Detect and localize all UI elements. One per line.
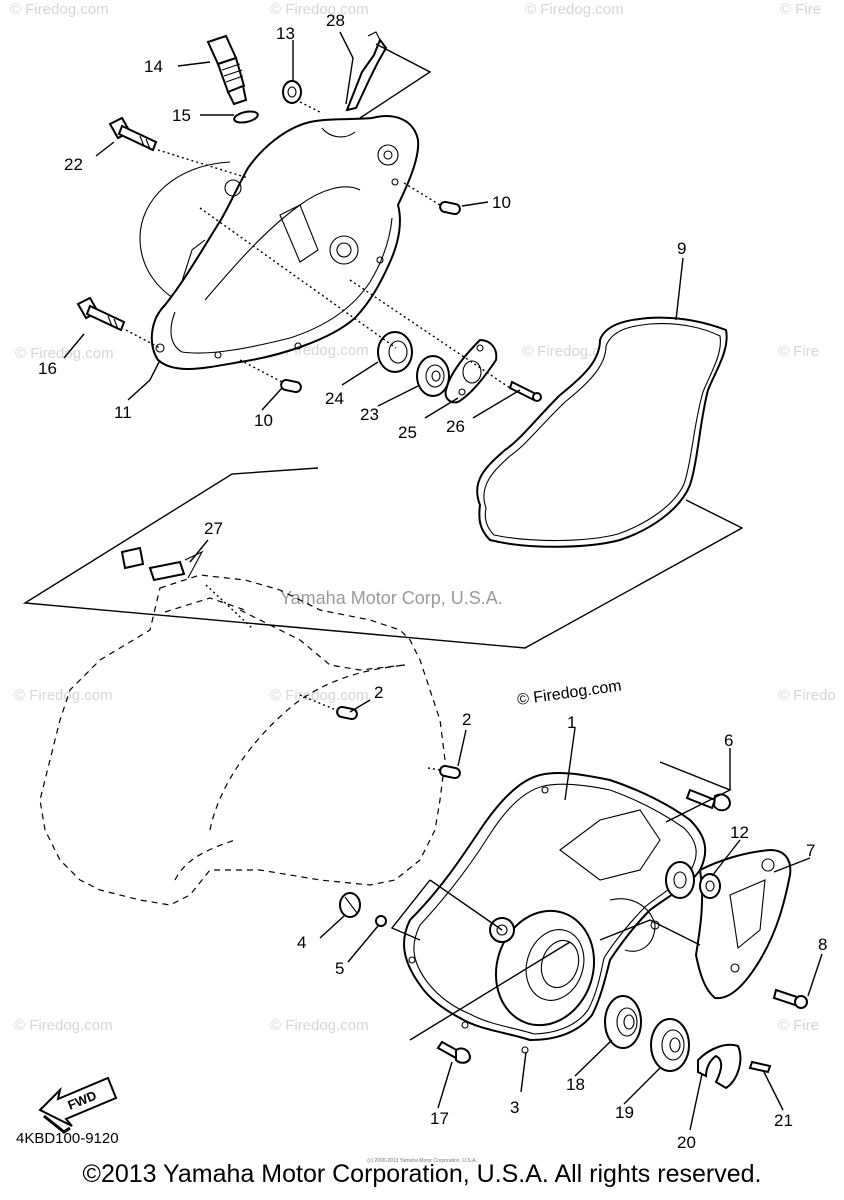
leader-lines bbox=[63, 31, 823, 1131]
firedog-watermark: © Firedog.com bbox=[270, 1017, 369, 1034]
callout-3: 3 bbox=[510, 1098, 519, 1117]
firedog-watermark: © Fire bbox=[778, 343, 819, 360]
oil-seal bbox=[699, 873, 721, 899]
callout-15: 15 bbox=[172, 106, 191, 125]
callout-28: 28 bbox=[326, 11, 345, 30]
crankcase-outline bbox=[39, 574, 446, 906]
callout-1: 1 bbox=[567, 713, 576, 732]
firedog-watermark: © Fire bbox=[778, 1017, 819, 1034]
firedog-watermark: © Firedog.com bbox=[525, 1, 624, 18]
oil-seal bbox=[377, 331, 413, 373]
bearing bbox=[604, 995, 642, 1049]
bearing bbox=[416, 355, 450, 397]
callout-25: 25 bbox=[398, 423, 417, 442]
callout-18: 18 bbox=[566, 1075, 585, 1094]
bracket bbox=[345, 37, 388, 112]
firedog-watermark: © Firedog.com bbox=[270, 1, 369, 18]
firedog-watermark: © Firedo bbox=[778, 687, 836, 704]
dowel-pin bbox=[336, 705, 358, 721]
callout-17: 17 bbox=[430, 1109, 449, 1128]
copyright-notice: ©2013 Yamaha Motor Corporation, U.S.A. A… bbox=[82, 1160, 762, 1188]
gasket bbox=[476, 316, 728, 548]
firedog-watermark: © Firedog.com bbox=[270, 687, 369, 704]
dowel-pin bbox=[439, 200, 461, 216]
upper-cover-group bbox=[139, 115, 420, 370]
callout-23: 23 bbox=[360, 405, 379, 424]
bolt bbox=[108, 116, 158, 152]
firedog-watermark: © Firedog.com bbox=[14, 687, 113, 704]
firedog-watermark-center: © Firedog.com bbox=[516, 677, 622, 708]
clamp bbox=[148, 560, 186, 582]
fwd-arrow-icon: FWD bbox=[38, 1076, 118, 1134]
plug bbox=[339, 892, 361, 918]
o-ring bbox=[375, 915, 387, 927]
oil-seal bbox=[282, 80, 302, 104]
callout-2: 2 bbox=[374, 683, 383, 702]
callout-8: 8 bbox=[818, 935, 827, 954]
screw bbox=[748, 1060, 772, 1074]
bearing-retainer bbox=[444, 338, 498, 404]
callout-19: 19 bbox=[615, 1103, 634, 1122]
callout-16: 16 bbox=[38, 359, 57, 378]
firedog-watermark: © Fire bbox=[780, 1, 821, 18]
callout-10: 10 bbox=[492, 193, 511, 212]
lower-cover-group bbox=[403, 771, 707, 1054]
bolt bbox=[76, 296, 126, 332]
screw bbox=[120, 546, 145, 570]
callout-6: 6 bbox=[724, 731, 733, 750]
callouts: 1 2 2 3 4 5 6 7 8 9 10 10 11 12 13 14 15… bbox=[38, 11, 827, 1152]
oil-filler-plug bbox=[206, 34, 248, 106]
bolt bbox=[436, 1040, 472, 1064]
firedog-watermark: © Firedog.com bbox=[10, 1, 109, 18]
dowel-pin bbox=[439, 764, 461, 780]
outline bbox=[22, 467, 744, 649]
callout-14: 14 bbox=[144, 57, 163, 76]
callout-2: 2 bbox=[462, 710, 471, 729]
callout-4: 4 bbox=[297, 933, 306, 952]
watermark-layer: © Firedog.com © Firedog.com © Firedog.co… bbox=[10, 1, 836, 1034]
callout-24: 24 bbox=[325, 389, 344, 408]
callout-26: 26 bbox=[446, 417, 465, 436]
tiny-notice: (c) 2000-2013 Yamaha Motor Corporation, … bbox=[367, 1158, 477, 1164]
callout-22: 22 bbox=[64, 155, 83, 174]
callout-21: 21 bbox=[774, 1111, 793, 1130]
bolt bbox=[772, 988, 808, 1009]
callout-10: 10 bbox=[254, 411, 273, 430]
callout-5: 5 bbox=[335, 959, 344, 978]
callout-7: 7 bbox=[806, 841, 815, 860]
callout-13: 13 bbox=[276, 24, 295, 43]
drawing-code: 4KBD100-9120 bbox=[16, 1130, 119, 1147]
callout-20: 20 bbox=[677, 1133, 696, 1152]
firedog-watermark: © Firedog.com bbox=[14, 1017, 113, 1034]
callout-11: 11 bbox=[114, 403, 132, 422]
callout-27: 27 bbox=[204, 519, 223, 538]
callout-9: 9 bbox=[677, 239, 686, 258]
o-ring bbox=[233, 110, 259, 124]
retainer-plate bbox=[697, 1043, 742, 1090]
oil-seal bbox=[650, 1018, 690, 1072]
callout-12: 12 bbox=[730, 823, 749, 842]
firedog-watermark: © Firedog.com bbox=[15, 345, 114, 362]
dowel-pin bbox=[280, 378, 302, 394]
cover bbox=[694, 848, 792, 1000]
yamaha-watermark: Yamaha Motor Corp, U.S.A. bbox=[280, 588, 503, 608]
